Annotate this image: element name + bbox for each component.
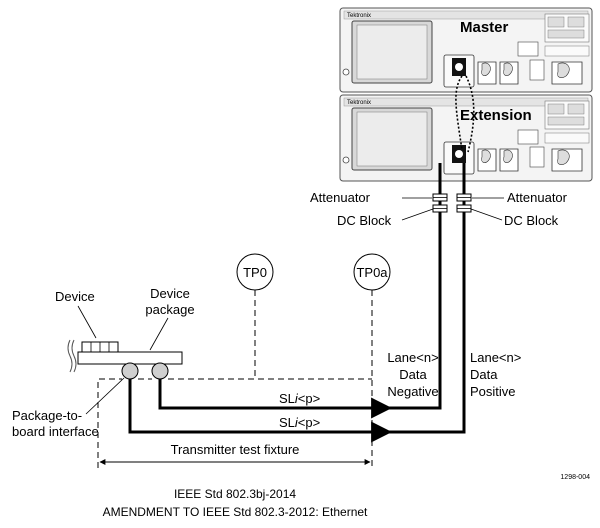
lane-positive-label: Lane<n> Data Positive [470,350,521,399]
master-brand: Tektronix [347,13,371,19]
interface-label-line2: board interface [12,424,99,439]
solder-ball [151,362,169,380]
device-package [77,351,183,365]
device-package-label-line2: package [145,302,194,317]
svg-text:Lane<n>: Lane<n> [387,350,438,365]
attenuator-left-label: Attenuator [310,190,371,205]
attenuator-left-box [432,193,448,202]
attenuator-right-label: Attenuator [507,190,568,205]
solder-ball [121,362,139,380]
extension-label: Extension [460,107,532,124]
svg-text:Positive: Positive [470,384,516,399]
tp0-label: TP0 [243,265,267,280]
tp0a-marker: TP0a [353,253,391,468]
master-label: Master [460,19,509,36]
figure-id: 1298-004 [560,474,590,481]
device-label: Device [55,289,95,304]
svg-text:Negative: Negative [387,384,438,399]
positive-lane-cable [128,163,466,434]
extension-oscilloscope: Tektronix Extension [339,94,593,182]
lane-negative-label: Lane<n> Data Negative [387,350,438,399]
device-package-label-line1: Device [150,286,190,301]
caption-line1: IEEE Std 802.3bj-2014 [174,487,296,501]
negative-lane-cable [158,163,442,410]
sli-label-lower: SLi<p> [279,415,320,430]
caption-line2: AMENDMENT TO IEEE Std 802.3-2012: Ethern… [103,505,368,519]
fixture-label: Transmitter test fixture [171,442,300,457]
master-oscilloscope: Tektronix Master [339,7,593,93]
tp0a-label: TP0a [356,265,388,280]
dc-block-right-label: DC Block [504,213,559,228]
extension-power-button [342,156,350,164]
svg-text:Data: Data [399,367,427,382]
device-package-assembly [67,339,183,380]
master-power-button [342,68,350,76]
dc-block-left-label: DC Block [337,213,392,228]
tp0-marker: TP0 [236,253,274,378]
svg-text:Data: Data [470,367,498,382]
fixture-outline [97,378,372,468]
dc-block-left-box [432,204,448,213]
sli-label-upper: SLi<p> [279,391,320,406]
svg-text:Lane<n>: Lane<n> [470,350,521,365]
master-sync-cable [455,75,463,151]
attenuator-right-box [456,193,472,202]
dc-block-right-box [456,204,472,213]
interface-label-line1: Package-to- [12,408,82,423]
extension-brand: Tektronix [347,100,371,106]
